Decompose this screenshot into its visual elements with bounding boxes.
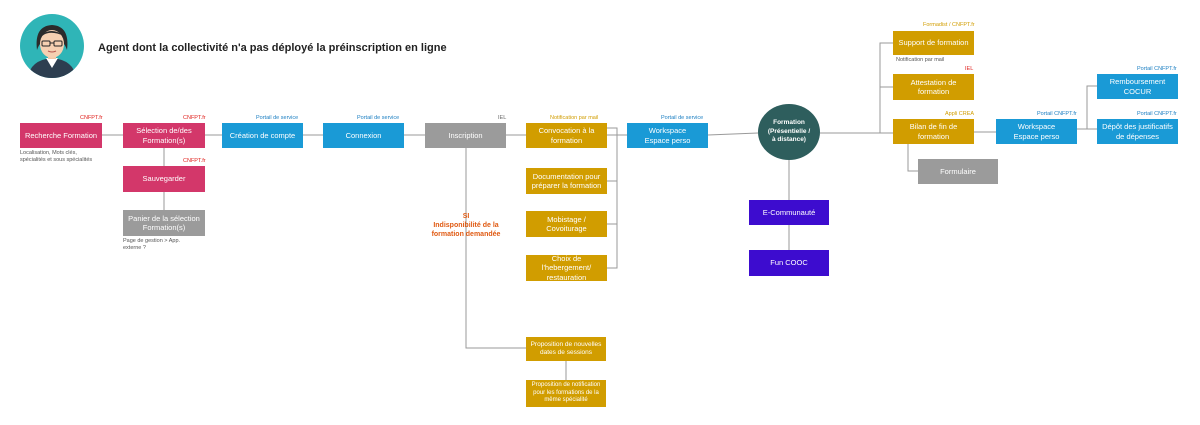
workspace1-tag: Portail de service [661,115,704,121]
convocation-tag: Notification par mail [550,115,599,121]
page-title: Agent dont la collectivité n'a pas déplo… [98,42,447,54]
node-remboursement-cocur[interactable]: Remboursement COCUR [1097,74,1178,99]
creation-tag: Portail de service [256,115,299,121]
node-formulaire[interactable]: Formulaire [918,159,998,184]
node-documentation[interactable]: Documentation pour préparer la formation [526,168,607,194]
node-sauvegarder[interactable]: Sauvegarder [123,166,205,192]
bilan-tag: Appli CREA [945,111,975,117]
recherche-tag: CNFPT.fr [80,115,103,121]
inscription-tag: IEL [498,115,507,121]
recherche-note: Localisation, Mots clés, spécialités et … [20,150,93,164]
attestation-tag: IEL [965,66,974,72]
node-recherche-formation[interactable]: Recherche Formation [20,123,102,148]
node-fun-cooc[interactable]: Fun COOC [749,250,829,276]
node-creation-compte[interactable]: Création de compte [222,123,303,148]
agent-avatar [20,14,84,78]
node-workspace-espace-perso[interactable]: Workspace Espace perso [627,123,708,148]
node-convocation[interactable]: Convocation à la formation [526,123,607,148]
node-e-communaute[interactable]: E-Communauté [749,200,829,225]
workspace2-tag: Portail CNFPT.fr [1037,111,1077,117]
node-hebergement[interactable]: Choix de l'hebergement/ restauration [526,254,607,282]
agent-avatar-icon [20,14,84,78]
depot-tag: Portail CNFPT.fr [1137,111,1177,117]
indisponibilite-note: SI Indisponibilité de la formation deman… [431,213,501,239]
node-mobistage[interactable]: Mobistage / Covoiturage [526,211,607,237]
connexion-tag: Portail de service [357,115,400,121]
selection-tag: CNFPT.fr [183,115,206,121]
node-workspace-espace-perso-2[interactable]: Workspace Espace perso [996,119,1077,144]
panier-note: Page de gestion > App. externe ? [123,238,181,252]
node-panier-selection[interactable]: Panier de la sélection Formation(s) [123,210,205,236]
node-formation-hub[interactable]: Formation (Présentielle / à distance) [758,104,820,160]
support-tag: Formadist / CNFPT.fr [923,22,975,28]
node-connexion[interactable]: Connexion [323,123,404,148]
sauvegarder-tag: CNFPT.fr [183,158,206,164]
node-proposition-notification[interactable]: Proposition de notification pour les for… [526,380,606,407]
node-proposition-sessions[interactable]: Proposition de nouvelles dates de sessio… [526,337,606,361]
node-support-formation[interactable]: Support de formation [893,31,974,55]
node-bilan-fin-formation[interactable]: Bilan de fin de formation [893,119,974,144]
node-inscription[interactable]: Inscription [425,123,506,148]
node-selection-formations[interactable]: Sélection de/des Formation(s) [123,123,205,148]
remboursement-tag: Portail CNFPT.fr [1137,66,1177,72]
node-depot-justificatifs[interactable]: Dépôt des justificatifs de dépenses [1097,119,1178,144]
node-attestation-formation[interactable]: Attestation de formation [893,74,974,100]
support-note: Notification par mail [896,57,945,63]
